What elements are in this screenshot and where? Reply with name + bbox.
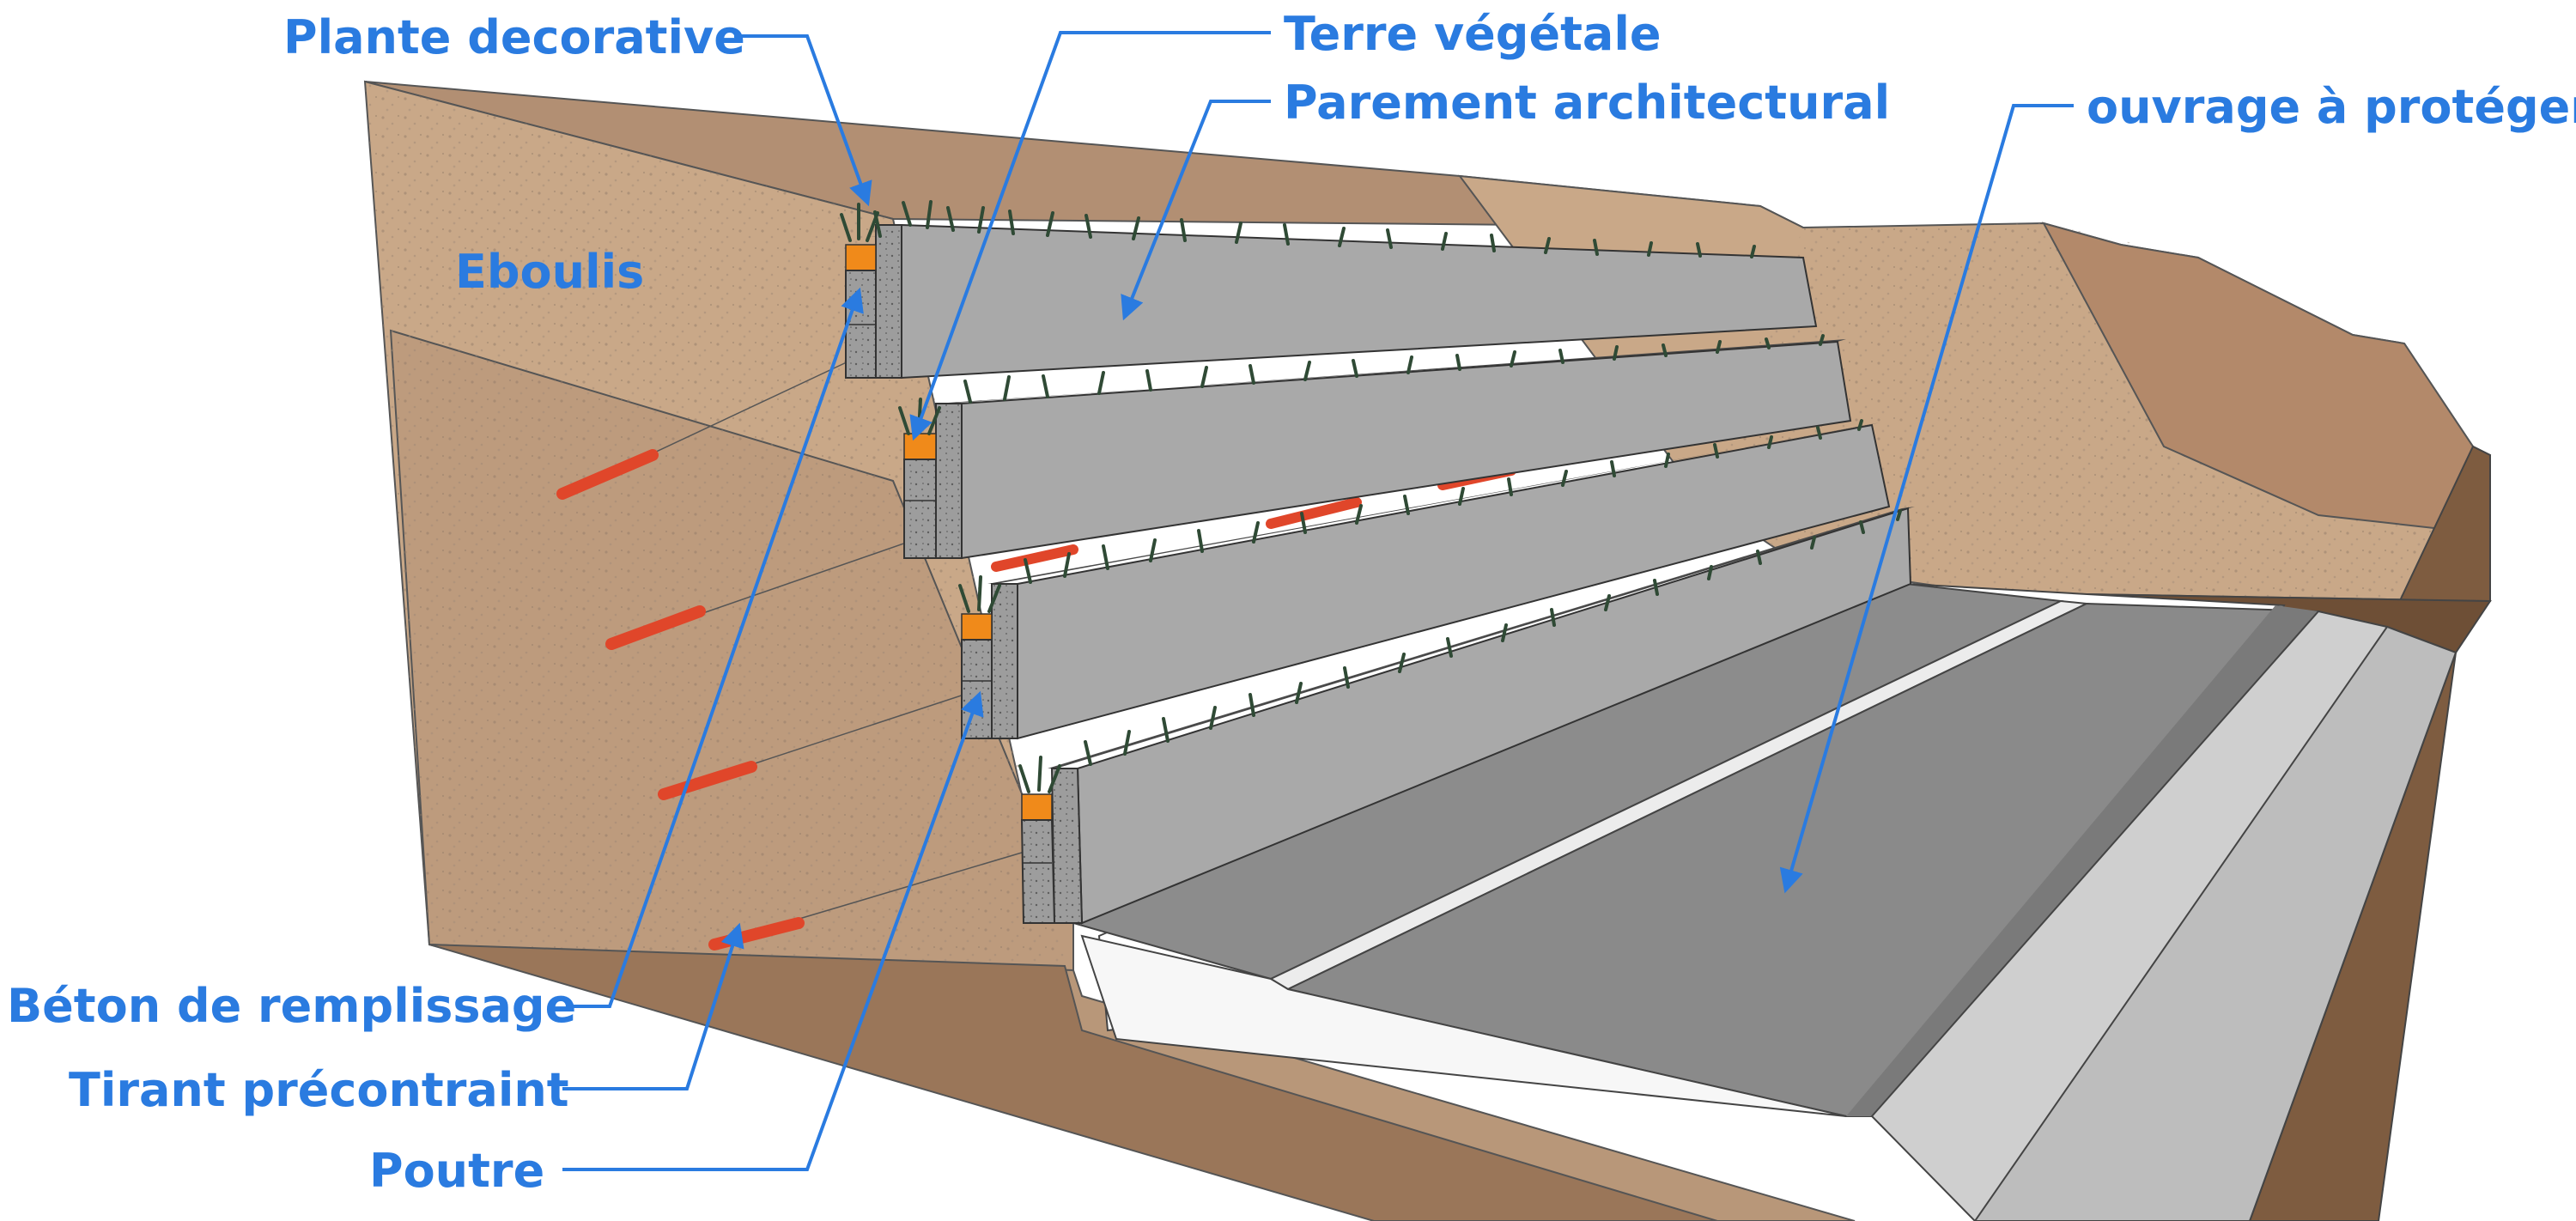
leader-ouvrage [1779, 104, 2074, 894]
leader-plante [734, 34, 872, 207]
wall-tier-3 [961, 422, 1891, 740]
leader-terre [909, 31, 1271, 441]
label-eboulis: Eboulis [455, 245, 644, 299]
label-plante-decorative: Plante decorative [283, 10, 745, 64]
label-ouvrage-a-proteger: ouvrage à protéger [2087, 80, 2576, 134]
anchor-icon [556, 360, 851, 500]
label-poutre: Poutre [369, 1144, 544, 1198]
wall-tier-1 [845, 223, 1818, 380]
anchor-icon [658, 686, 988, 800]
leader-parement [1121, 100, 1271, 321]
plant-icon [840, 200, 1902, 793]
label-terre-vegetale: Terre végétale [1284, 7, 1661, 61]
label-parement-architectural: Parement architectural [1284, 76, 1890, 130]
leader-beton [567, 287, 864, 1008]
label-tirant-precontraint: Tirant précontraint [69, 1063, 569, 1117]
wall-tier-4 [1020, 507, 1915, 925]
leader-tirant [562, 922, 744, 1090]
wall-tier-2 [903, 339, 1852, 560]
leader-lines [562, 31, 2074, 1171]
road [1070, 582, 2458, 1221]
anchor-icon [605, 532, 937, 650]
labels: Plante decorative Terre végétale Paremen… [7, 7, 2576, 1198]
leader-poutre [562, 690, 984, 1171]
label-beton-de-remplissage: Béton de remplissage [7, 979, 576, 1033]
